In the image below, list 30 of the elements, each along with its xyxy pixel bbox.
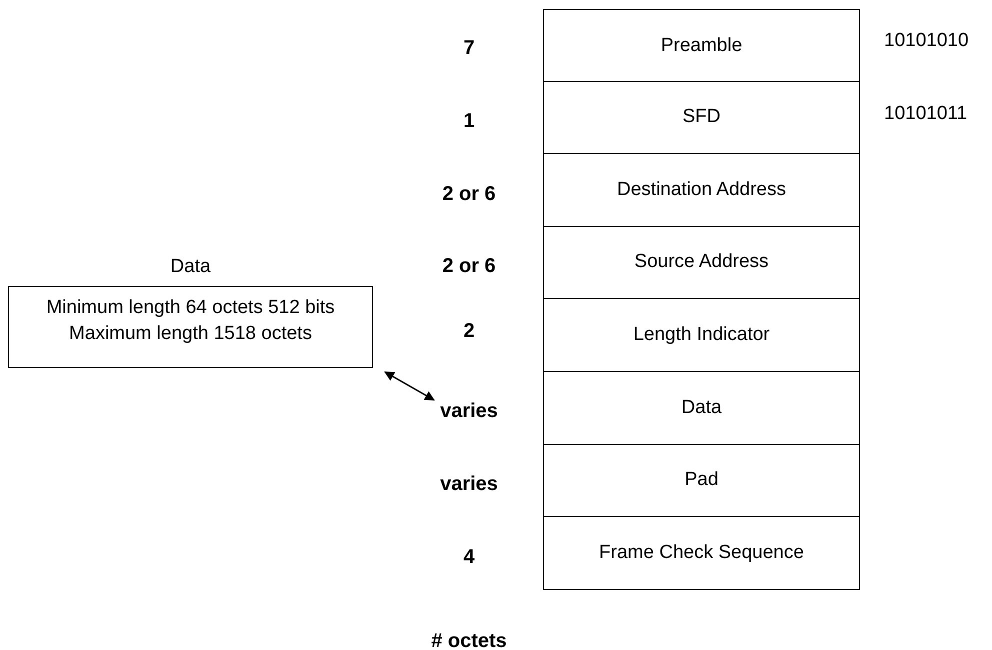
octet-count: 2	[462, 318, 476, 344]
frame-field	[543, 226, 860, 300]
frame-field	[543, 516, 860, 590]
field-name: Preamble	[660, 34, 742, 58]
bit-pattern: 10101011	[884, 102, 968, 126]
field-name: Data	[681, 396, 722, 420]
field-name: Source Address	[634, 250, 769, 274]
column-caption: # octets	[430, 629, 508, 650]
frame-field	[543, 153, 860, 227]
frame-field	[543, 444, 860, 518]
field-name: Pad	[684, 468, 718, 492]
octet-count: 4	[462, 544, 476, 570]
frame-field	[543, 298, 860, 372]
octet-count: varies	[432, 396, 506, 426]
octet-count: 7	[462, 36, 476, 62]
field-name: Destination Address	[617, 178, 786, 202]
bit-pattern: 10101010	[884, 29, 969, 54]
octet-count: varies	[439, 472, 499, 497]
frame-field	[543, 371, 860, 445]
field-name: Frame Check Sequence	[599, 540, 804, 565]
note-text: Minimum length 64 octets 512 bits Maximum length 1518 octets	[45, 296, 336, 346]
note-heading: Data	[169, 255, 212, 279]
field-name: Length Indicator	[633, 322, 770, 347]
frame-field	[543, 80, 860, 154]
field-name: SFD	[682, 105, 720, 130]
octet-count: 2 or 6	[441, 182, 497, 206]
double-arrow	[384, 371, 435, 401]
octet-count: 2 or 6	[441, 254, 497, 280]
frame-field	[543, 9, 860, 83]
octet-count: 1	[462, 108, 476, 134]
